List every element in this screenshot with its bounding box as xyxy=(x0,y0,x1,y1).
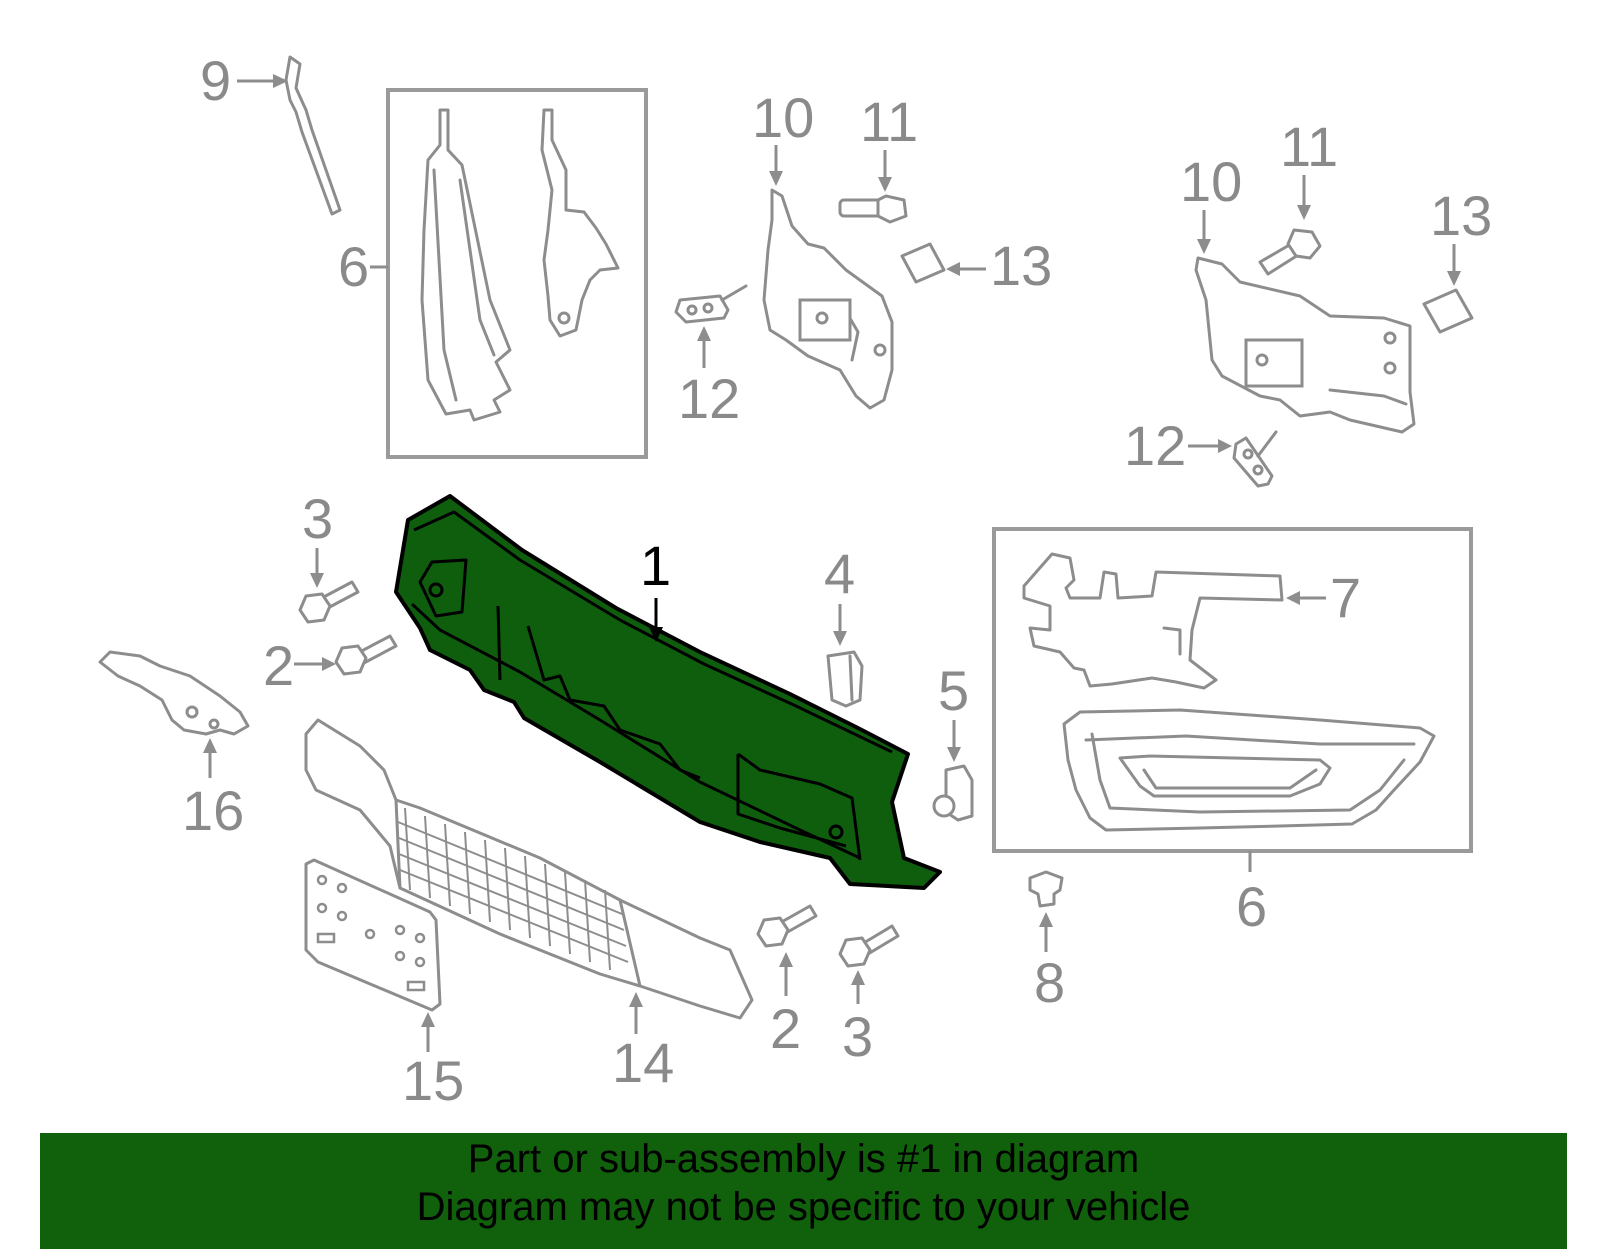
part-6-left-brackets xyxy=(420,108,620,422)
callout-6-right: 6 xyxy=(1236,851,1267,938)
callout-14: 14 xyxy=(612,992,674,1094)
part-6-box-left xyxy=(386,88,648,459)
svg-text:6: 6 xyxy=(338,235,369,298)
svg-text:15: 15 xyxy=(402,1049,464,1112)
svg-text:2: 2 xyxy=(770,997,801,1060)
callout-8: 8 xyxy=(1034,912,1065,1014)
part-16-bracket xyxy=(98,650,250,736)
part-7-bracket xyxy=(1022,552,1284,690)
svg-text:2: 2 xyxy=(263,634,294,697)
part-8-nut xyxy=(1028,870,1064,908)
callout-10-right: 10 xyxy=(1180,150,1242,254)
callout-13-right: 13 xyxy=(1430,184,1492,286)
part-13-clip-right xyxy=(1422,288,1474,334)
part-3-bolt-upper xyxy=(298,580,360,624)
banner-line-2: Diagram may not be specific to your vehi… xyxy=(416,1185,1191,1229)
svg-text:6: 6 xyxy=(1236,875,1267,938)
svg-text:5: 5 xyxy=(938,659,969,722)
banner-line-1: Part or sub-assembly is #1 in diagram xyxy=(467,1137,1140,1181)
callout-3-upper: 3 xyxy=(302,487,333,588)
part-14-grille xyxy=(304,718,754,1020)
svg-text:4: 4 xyxy=(824,542,855,605)
svg-text:3: 3 xyxy=(302,487,333,550)
callout-5: 5 xyxy=(938,659,969,762)
callout-12-right: 12 xyxy=(1124,414,1232,477)
svg-text:10: 10 xyxy=(752,86,814,149)
callout-6-left: 6 xyxy=(338,235,388,298)
part-9-strip xyxy=(284,55,342,216)
svg-text:16: 16 xyxy=(182,779,244,842)
part-10-bracket-left xyxy=(762,188,894,410)
svg-text:9: 9 xyxy=(200,49,231,112)
callout-7: 7 xyxy=(1286,566,1361,629)
svg-text:11: 11 xyxy=(1280,115,1338,178)
part-10-bracket-right xyxy=(1194,256,1416,434)
part-6-box-right xyxy=(992,527,1473,853)
callout-2-lower: 2 xyxy=(770,952,801,1060)
svg-text:13: 13 xyxy=(1430,184,1492,247)
svg-text:3: 3 xyxy=(842,1005,873,1068)
callout-2-upper: 2 xyxy=(263,634,336,697)
part-15-plate-bracket xyxy=(304,858,442,1012)
part-13-clip-left xyxy=(900,242,946,284)
svg-text:12: 12 xyxy=(678,367,740,430)
svg-text:13: 13 xyxy=(990,234,1052,297)
part-5-clip xyxy=(932,764,974,822)
svg-text:8: 8 xyxy=(1034,951,1065,1014)
svg-text:10: 10 xyxy=(1180,150,1242,213)
part-12-stud-left xyxy=(674,284,748,324)
part-11-bolt-left xyxy=(838,194,908,224)
part-6-fog-lamp-bezel xyxy=(1062,708,1436,832)
callout-1: 1 xyxy=(640,534,671,642)
svg-text:1: 1 xyxy=(640,534,671,597)
callout-4: 4 xyxy=(824,542,855,646)
svg-text:11: 11 xyxy=(860,90,918,153)
part-11-bolt-right xyxy=(1258,228,1322,276)
callout-11-left: 11 xyxy=(860,90,918,192)
part-3-bolt-lower xyxy=(838,924,900,968)
callout-10-left: 10 xyxy=(752,86,814,186)
callout-9: 9 xyxy=(200,49,288,112)
callout-11-right: 11 xyxy=(1280,115,1338,220)
callout-13-left: 13 xyxy=(946,234,1052,297)
part-2-bolt-lower xyxy=(756,904,818,948)
svg-text:14: 14 xyxy=(612,1031,674,1094)
part-1-bumper-reinforcement xyxy=(394,494,942,890)
callout-16: 16 xyxy=(182,738,244,842)
callout-15: 15 xyxy=(402,1012,464,1112)
part-2-bolt-upper xyxy=(334,634,398,676)
callout-12-left: 12 xyxy=(678,326,740,430)
part-12-stud-right xyxy=(1232,430,1278,488)
part-4-clip xyxy=(826,650,864,708)
info-banner: Part or sub-assembly is #1 in diagram Di… xyxy=(40,1133,1567,1249)
svg-text:12: 12 xyxy=(1124,414,1186,477)
svg-text:7: 7 xyxy=(1330,566,1361,629)
callout-3-lower: 3 xyxy=(842,970,873,1068)
